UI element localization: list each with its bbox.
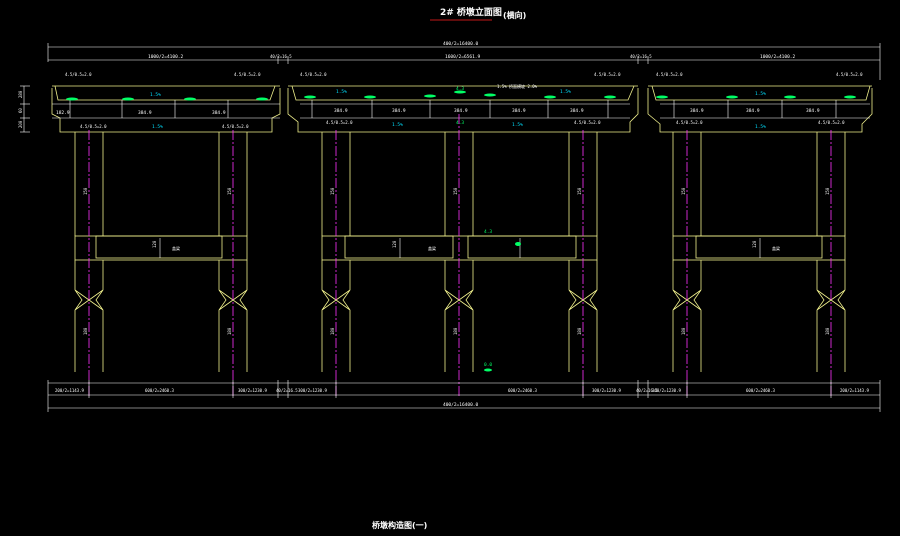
slope-label-r2: 1.5% xyxy=(755,124,766,130)
col-dim-l2: 150 xyxy=(227,187,232,195)
deck-mid-dim-2: 384.9 xyxy=(392,108,406,114)
bottom-dimension-chain: 200/2=1143.9 600/2=2460.3 300/2=1230.9 4… xyxy=(47,380,881,412)
col-dim-m4: 180 xyxy=(330,327,335,335)
deck-r-dim-3: 384.9 xyxy=(806,108,820,114)
col-dim-m5: 180 xyxy=(453,327,458,335)
bottom-seg-3: 300/2=1230.9 xyxy=(238,388,267,393)
bottom-seg-6: 600/2=2460.3 xyxy=(508,388,537,393)
bottom-seg-10: 600/2=2460.3 xyxy=(746,388,775,393)
col-dim-m2: 150 xyxy=(453,187,458,195)
deck-section-mid xyxy=(287,88,639,133)
deck-mid-dim-1: 384.9 xyxy=(334,108,348,114)
elev-bottom-label: 0.0 xyxy=(484,362,492,368)
beam-label-m: 盖梁 xyxy=(428,245,436,251)
edge-label-r1: 4.5/0.5=2.0 xyxy=(656,72,683,77)
left-height-dims: 280 60 200 xyxy=(18,85,30,133)
deck-r-dim-1: 384.9 xyxy=(690,108,704,114)
col-dim-r1: 150 xyxy=(681,187,686,195)
col-dim-l4: 180 xyxy=(227,327,232,335)
top-seg-3: 1600/2=6561.9 xyxy=(445,54,481,60)
bottom-seg-8: 40/2=16.5 xyxy=(636,388,658,393)
edge-label-m2: 4.5/0.5=2.0 xyxy=(594,72,621,77)
beam-dim-m1: 120 xyxy=(392,240,397,248)
slope-label-l2: 1.5% xyxy=(152,124,163,130)
bottom-seg-1: 200/2=1143.9 xyxy=(55,388,84,393)
col-dim-m1: 150 xyxy=(330,187,335,195)
slope-label-m1: 1.5% xyxy=(336,89,347,95)
tie-beam-inner xyxy=(95,235,223,259)
top-seg-1: 1000/2=4100.2 xyxy=(148,54,184,60)
deck-mid-dim-3: 384.9 xyxy=(454,108,468,114)
beam-label-l: 盖梁 xyxy=(172,245,180,251)
left-height-1: 280 xyxy=(18,90,23,98)
total-top-label: 400/2=16400.0 xyxy=(443,41,479,47)
bottom-seg-4: 40/2=16.5 xyxy=(276,388,298,393)
pier-bent-right: 384.9 384.9 384.9 4.5/0.5=2.0 4.5/0.5=2.… xyxy=(647,72,873,398)
edge-label-m1: 4.5/0.5=2.0 xyxy=(300,72,327,77)
bottom-seg-11: 200/2=1143.9 xyxy=(840,388,869,393)
edge-label-l1: 4.5/0.5=2.0 xyxy=(65,72,92,77)
beam-dim-r: 120 xyxy=(752,240,757,248)
deck-dim-1: 182.9 xyxy=(56,110,70,116)
col-dim-r4: 180 xyxy=(825,327,830,335)
deck-dim-3: 384.9 xyxy=(212,110,226,116)
edge-label-r3: 4.5/0.5=2.0 xyxy=(676,120,703,125)
col-dim-m6: 180 xyxy=(577,327,582,335)
slope-label-m2: 1.5% xyxy=(560,89,571,95)
edge-label-l4: 4.5/0.5=2.0 xyxy=(222,124,249,129)
mid-slope-note: 1.5% 桥面横坡 2.0% xyxy=(497,83,538,89)
col-dim-l3: 180 xyxy=(83,327,88,335)
edge-label-r2: 4.5/0.5=2.0 xyxy=(836,72,863,77)
deck-mid-dim-5: 384.9 xyxy=(570,108,584,114)
edge-label-r4: 4.5/0.5=2.0 xyxy=(818,120,845,125)
slope-label-m4: 1.5% xyxy=(512,122,523,128)
total-bottom-label: 400/2=16400.0 xyxy=(443,402,479,408)
col-dim-r2: 150 xyxy=(825,187,830,195)
edge-label-l3: 4.5/0.5=2.0 xyxy=(80,124,107,129)
deck-dim-2: 384.9 xyxy=(138,110,152,116)
slope-label-m3: 1.5% xyxy=(392,122,403,128)
col-dim-r3: 180 xyxy=(681,327,686,335)
drawing-title: 2# 桥墩立面图 xyxy=(440,6,502,18)
elev-beam-label: 4.3 xyxy=(484,229,492,235)
left-height-2: 60 xyxy=(18,108,23,113)
top-seg-4: 40/2=16.5 xyxy=(630,54,652,59)
slope-label-l1: 1.5% xyxy=(150,92,161,98)
tie-beam xyxy=(74,235,248,261)
pier-bent-left: 182.9 384.9 384.9 4.5/0.5=2.0 4.5/0.5=2.… xyxy=(51,72,281,398)
edge-label-m4: 4.5/0.5=2.0 xyxy=(574,120,601,125)
edge-label-l2: 4.5/0.5=2.0 xyxy=(234,72,261,77)
top-seg-5: 1000/2=4100.2 xyxy=(760,54,796,60)
top-seg-2: 40/2=16.5 xyxy=(270,54,292,59)
drawing-subtitle: (横向) xyxy=(503,10,526,20)
elev-top-label: 4.3 xyxy=(456,86,464,92)
bottom-seg-2: 600/2=2460.3 xyxy=(145,388,174,393)
top-dimension-chain: 400/2=16400.0 1000/2=4100.2 40/2=16.5 16… xyxy=(47,41,881,80)
deck-r-dim-2: 384.9 xyxy=(746,108,760,114)
bottom-seg-5: 300/2=1230.9 xyxy=(298,388,327,393)
col-dim-l1: 150 xyxy=(83,187,88,195)
beam-label-r: 盖梁 xyxy=(772,245,780,251)
bottom-seg-9: 300/2=1230.9 xyxy=(652,388,681,393)
deck-mid-dim-4: 384.9 xyxy=(512,108,526,114)
deck-section xyxy=(51,88,281,133)
pier-bent-middle: 384.9 384.9 384.9 384.9 384.9 4.5/0.5=2.… xyxy=(287,72,639,398)
bottom-seg-7: 300/2=1230.9 xyxy=(592,388,621,393)
edge-label-m3: 4.5/0.5=2.0 xyxy=(326,120,353,125)
beam-dim-l: 120 xyxy=(152,240,157,248)
col-dim-m3: 150 xyxy=(577,187,582,195)
left-height-3: 200 xyxy=(18,120,23,128)
slope-label-r1: 1.5% xyxy=(755,91,766,97)
elev-mid-label: 4.3 xyxy=(456,120,464,126)
drawing-footer: 桥墩构造图(一) xyxy=(372,520,427,530)
column-2-upper xyxy=(218,132,248,236)
tie-beam-mid xyxy=(321,235,598,261)
column-1-upper xyxy=(74,132,104,236)
